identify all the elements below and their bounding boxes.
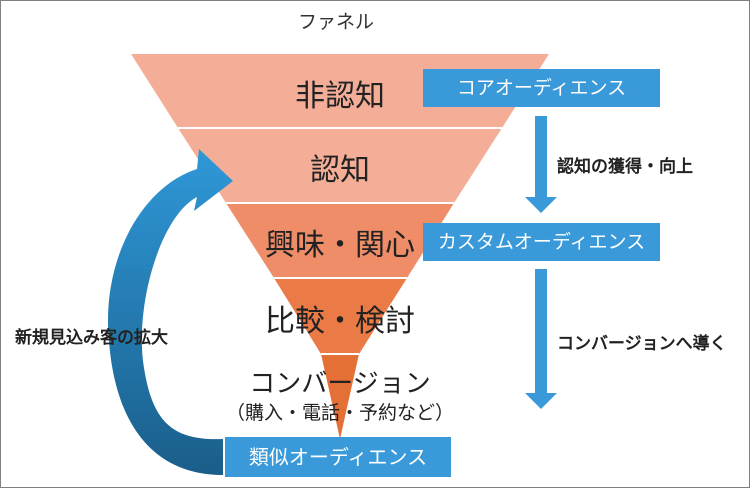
funnel-segment-aware	[178, 128, 502, 203]
stage-label-interest: 興味・関心	[265, 228, 415, 263]
funnel-title: ファネル	[297, 11, 374, 33]
funnel-segment-conversion	[321, 354, 359, 439]
down-arrow-conversion	[525, 269, 557, 409]
stage-sublabel-conversion: （購入・電話・予約など）	[225, 402, 454, 424]
stage-label-conversion: コンバージョン	[249, 369, 431, 399]
stage-label-unaware: 非認知	[295, 79, 385, 114]
awareness-flow-label: 認知の獲得・向上	[557, 157, 693, 177]
funnel-segment-compare	[274, 278, 407, 354]
expansion-flow-label: 新規見込み客の拡大	[15, 328, 168, 348]
stage-label-aware: 認知	[310, 153, 370, 188]
down-arrow-awareness	[525, 116, 557, 213]
conversion-flow-label: コンバージョンへ導く	[557, 334, 727, 354]
core-audience-box: コアオーディエンス	[423, 69, 660, 107]
curved-arrow-expansion	[107, 149, 233, 475]
custom-audience-box: カスタムオーディエンス	[423, 223, 660, 261]
funnel-segment-interest	[226, 203, 454, 278]
similar-audience-box: 類似オーディエンス	[225, 437, 451, 477]
stage-label-compare: 比較・検討	[265, 304, 415, 339]
